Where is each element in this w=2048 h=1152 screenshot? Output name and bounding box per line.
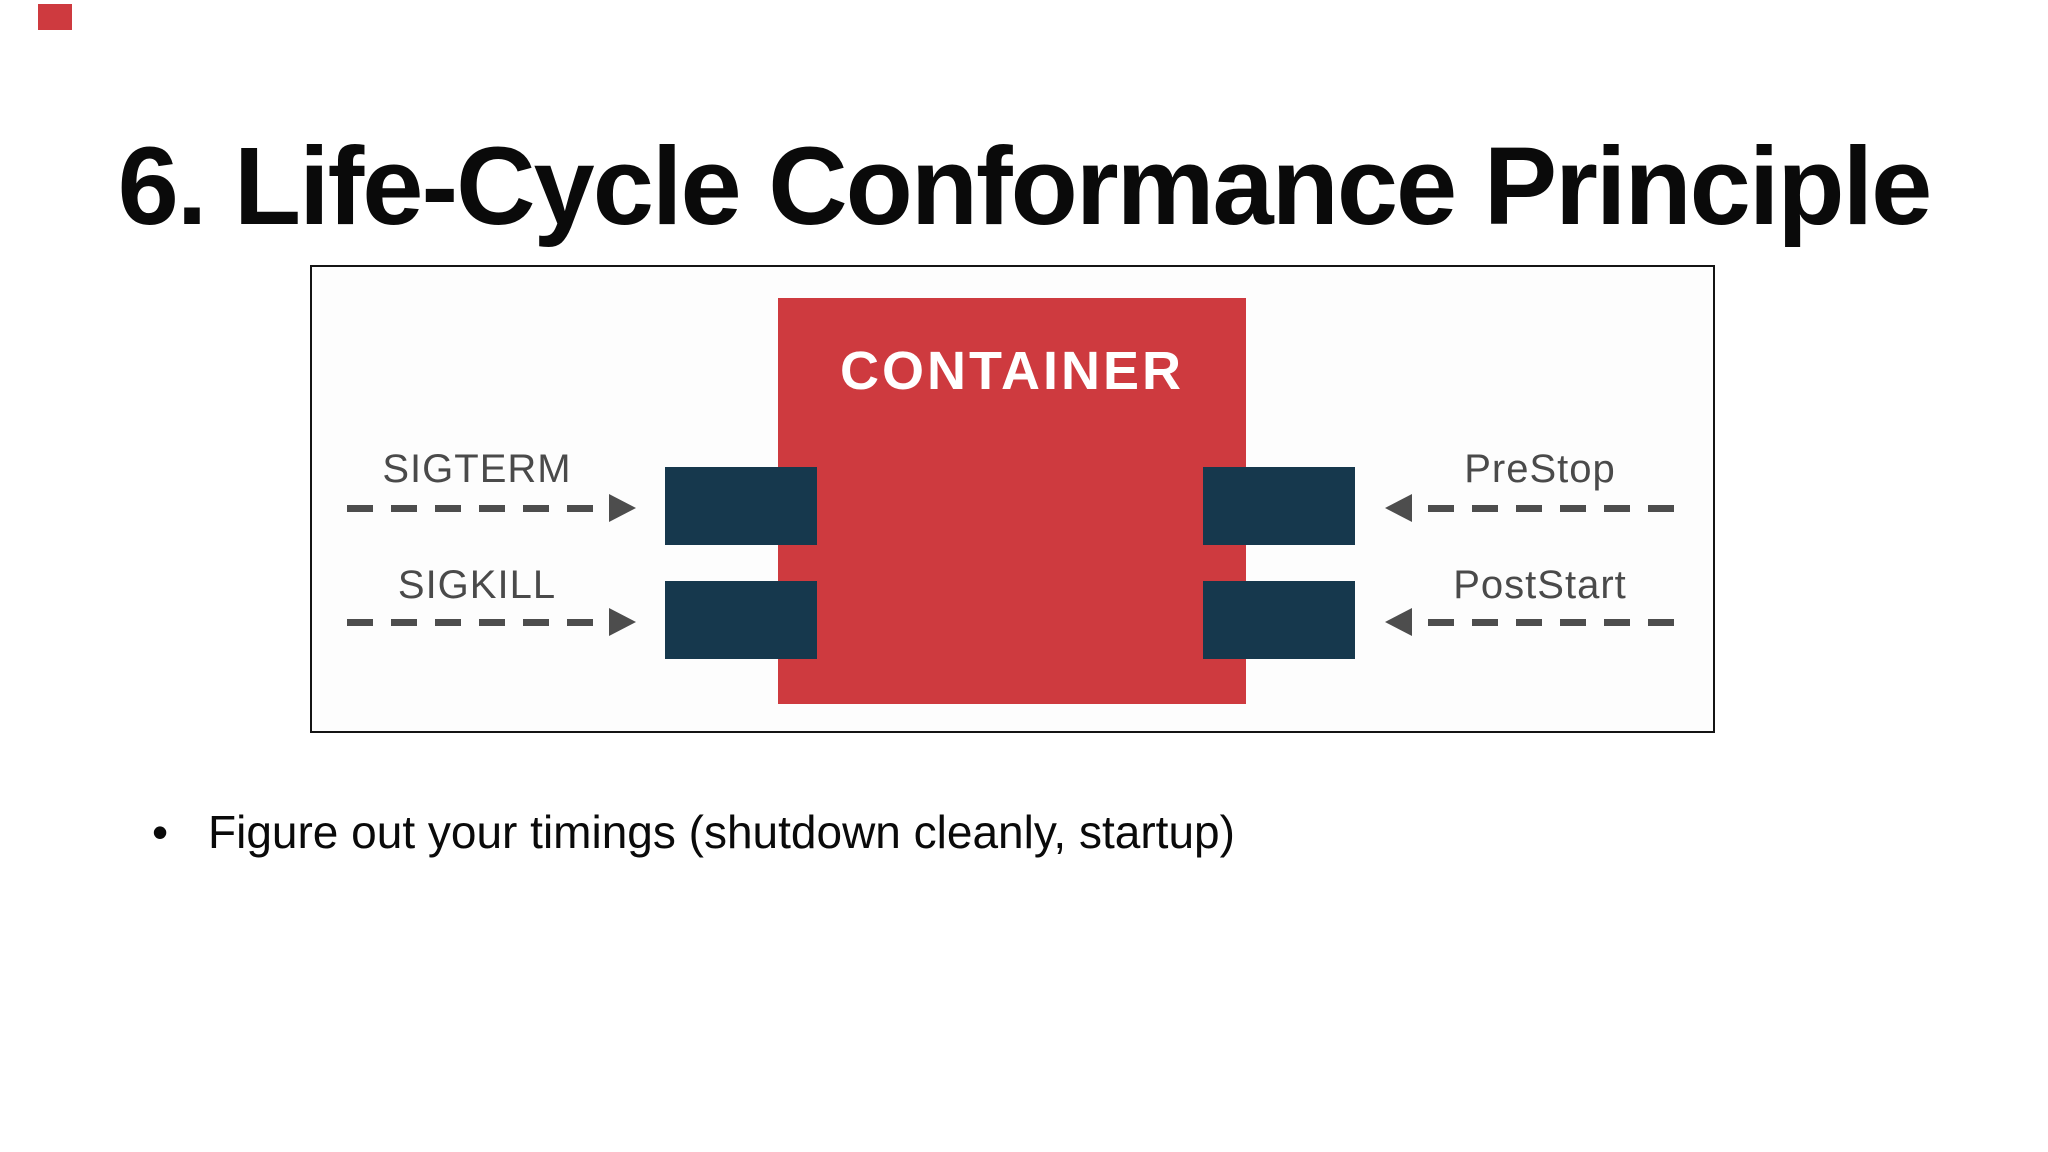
bullet-item: • Figure out your timings (shutdown clea… (152, 804, 1235, 862)
bullet-dot: • (152, 806, 169, 858)
sigkill-label: SIGKILL (397, 563, 557, 607)
sigterm-label: SIGTERM (382, 447, 572, 491)
poststart-label: PostStart (1453, 563, 1627, 607)
port-block-sigterm (665, 467, 817, 545)
port-block-poststart (1203, 581, 1355, 659)
dashed-line (347, 505, 612, 512)
bullet-text: Figure out your timings (shutdown cleanl… (208, 806, 1235, 858)
lifecycle-diagram: CONTAINER SIGTERM SIGKILL PreStop PostSt… (310, 265, 1715, 733)
sigkill-arrow (347, 608, 636, 636)
dashed-line (347, 619, 612, 626)
arrow-right-icon (609, 494, 636, 522)
arrow-left-icon (1385, 494, 1412, 522)
page-title: 6. Life-Cycle Conformance Principle (117, 124, 1933, 248)
port-block-sigkill (665, 581, 817, 659)
container-label: CONTAINER (840, 341, 1184, 401)
port-block-prestop (1203, 467, 1355, 545)
arrow-left-icon (1385, 608, 1412, 636)
sigterm-arrow (347, 494, 636, 522)
poststart-arrow (1385, 608, 1674, 636)
prestop-label: PreStop (1464, 447, 1616, 491)
dashed-line (1409, 505, 1674, 512)
container-box: CONTAINER (778, 298, 1246, 704)
red-square-marker (38, 4, 72, 30)
prestop-arrow (1385, 494, 1674, 522)
arrow-right-icon (609, 608, 636, 636)
dashed-line (1409, 619, 1674, 626)
